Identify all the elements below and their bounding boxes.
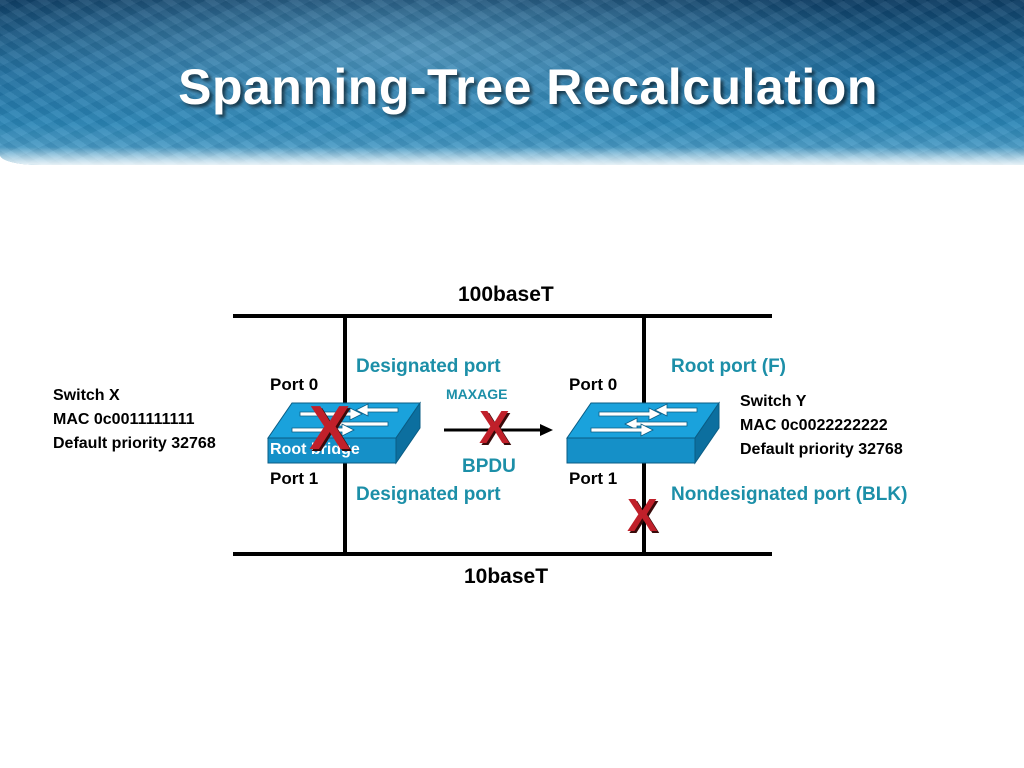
switch-y-priority: Default priority 32768 [740, 441, 903, 458]
switch-x-port1-label: Port 1 [270, 469, 319, 488]
maxage-label: MAXAGE [446, 386, 508, 402]
bpdu-failure-mark: X [479, 401, 510, 453]
blocked-port-failure-mark: X [627, 489, 658, 541]
segment-100baseT-label: 100baseT [458, 283, 554, 306]
switch-x-icon [267, 401, 421, 465]
root-bridge-label: Root bridge [270, 441, 360, 458]
bpdu-arrow [444, 424, 553, 436]
switch-y-name: Switch Y [740, 393, 807, 410]
bpdu-label: BPDU [462, 456, 516, 477]
page-title: Spanning-Tree Recalculation [178, 59, 878, 115]
switch-x-info: Switch X MAC 0c0011111111 Default priori… [53, 384, 216, 456]
switch-x-port0-label: Port 0 [270, 375, 319, 394]
title-banner: Spanning-Tree Recalculation [0, 0, 1024, 165]
switch-y-port0-label: Port 0 [569, 375, 618, 394]
switch-x-port1-role: Designated port [356, 484, 501, 505]
switch-x-mac: MAC 0c0011111111 [53, 411, 195, 428]
switch-y-port1-role: Nondesignated port (BLK) [671, 484, 908, 505]
switch-y-port0-role: Root port (F) [671, 356, 787, 377]
switch-y-mac: MAC 0c0022222222 [740, 417, 888, 434]
switch-x-port0-role: Designated port [356, 356, 501, 377]
root-bridge-failure-mark: X [309, 394, 351, 463]
switch-x-name: Switch X [53, 387, 120, 404]
segment-10baseT-label: 10baseT [464, 565, 549, 588]
switch-y-port1-label: Port 1 [569, 469, 618, 488]
switch-x-priority: Default priority 32768 [53, 435, 216, 452]
banner-texture [0, 0, 1024, 165]
switch-y-info: Switch Y MAC 0c0022222222 Default priori… [740, 390, 903, 462]
switch-y-icon [566, 401, 720, 465]
